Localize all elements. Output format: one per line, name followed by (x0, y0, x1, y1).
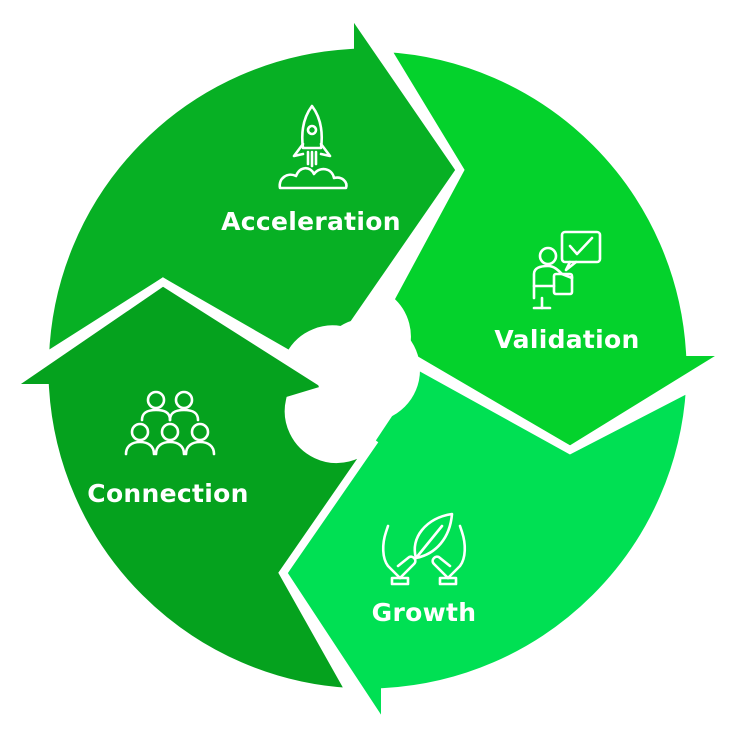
group-people-icon (124, 390, 216, 456)
segment-validation (378, 43, 738, 455)
hands-leaf-icon (381, 512, 467, 586)
label-acceleration: Acceleration (221, 207, 401, 236)
presentation-check-icon (532, 230, 602, 310)
segment-connection (0, 277, 379, 697)
segment-acceleration (40, 0, 465, 365)
label-growth: Growth (372, 598, 477, 627)
label-connection: Connection (87, 479, 248, 508)
center-hub (316, 318, 420, 422)
rocket-icon (278, 104, 348, 190)
label-validation: Validation (494, 325, 639, 354)
